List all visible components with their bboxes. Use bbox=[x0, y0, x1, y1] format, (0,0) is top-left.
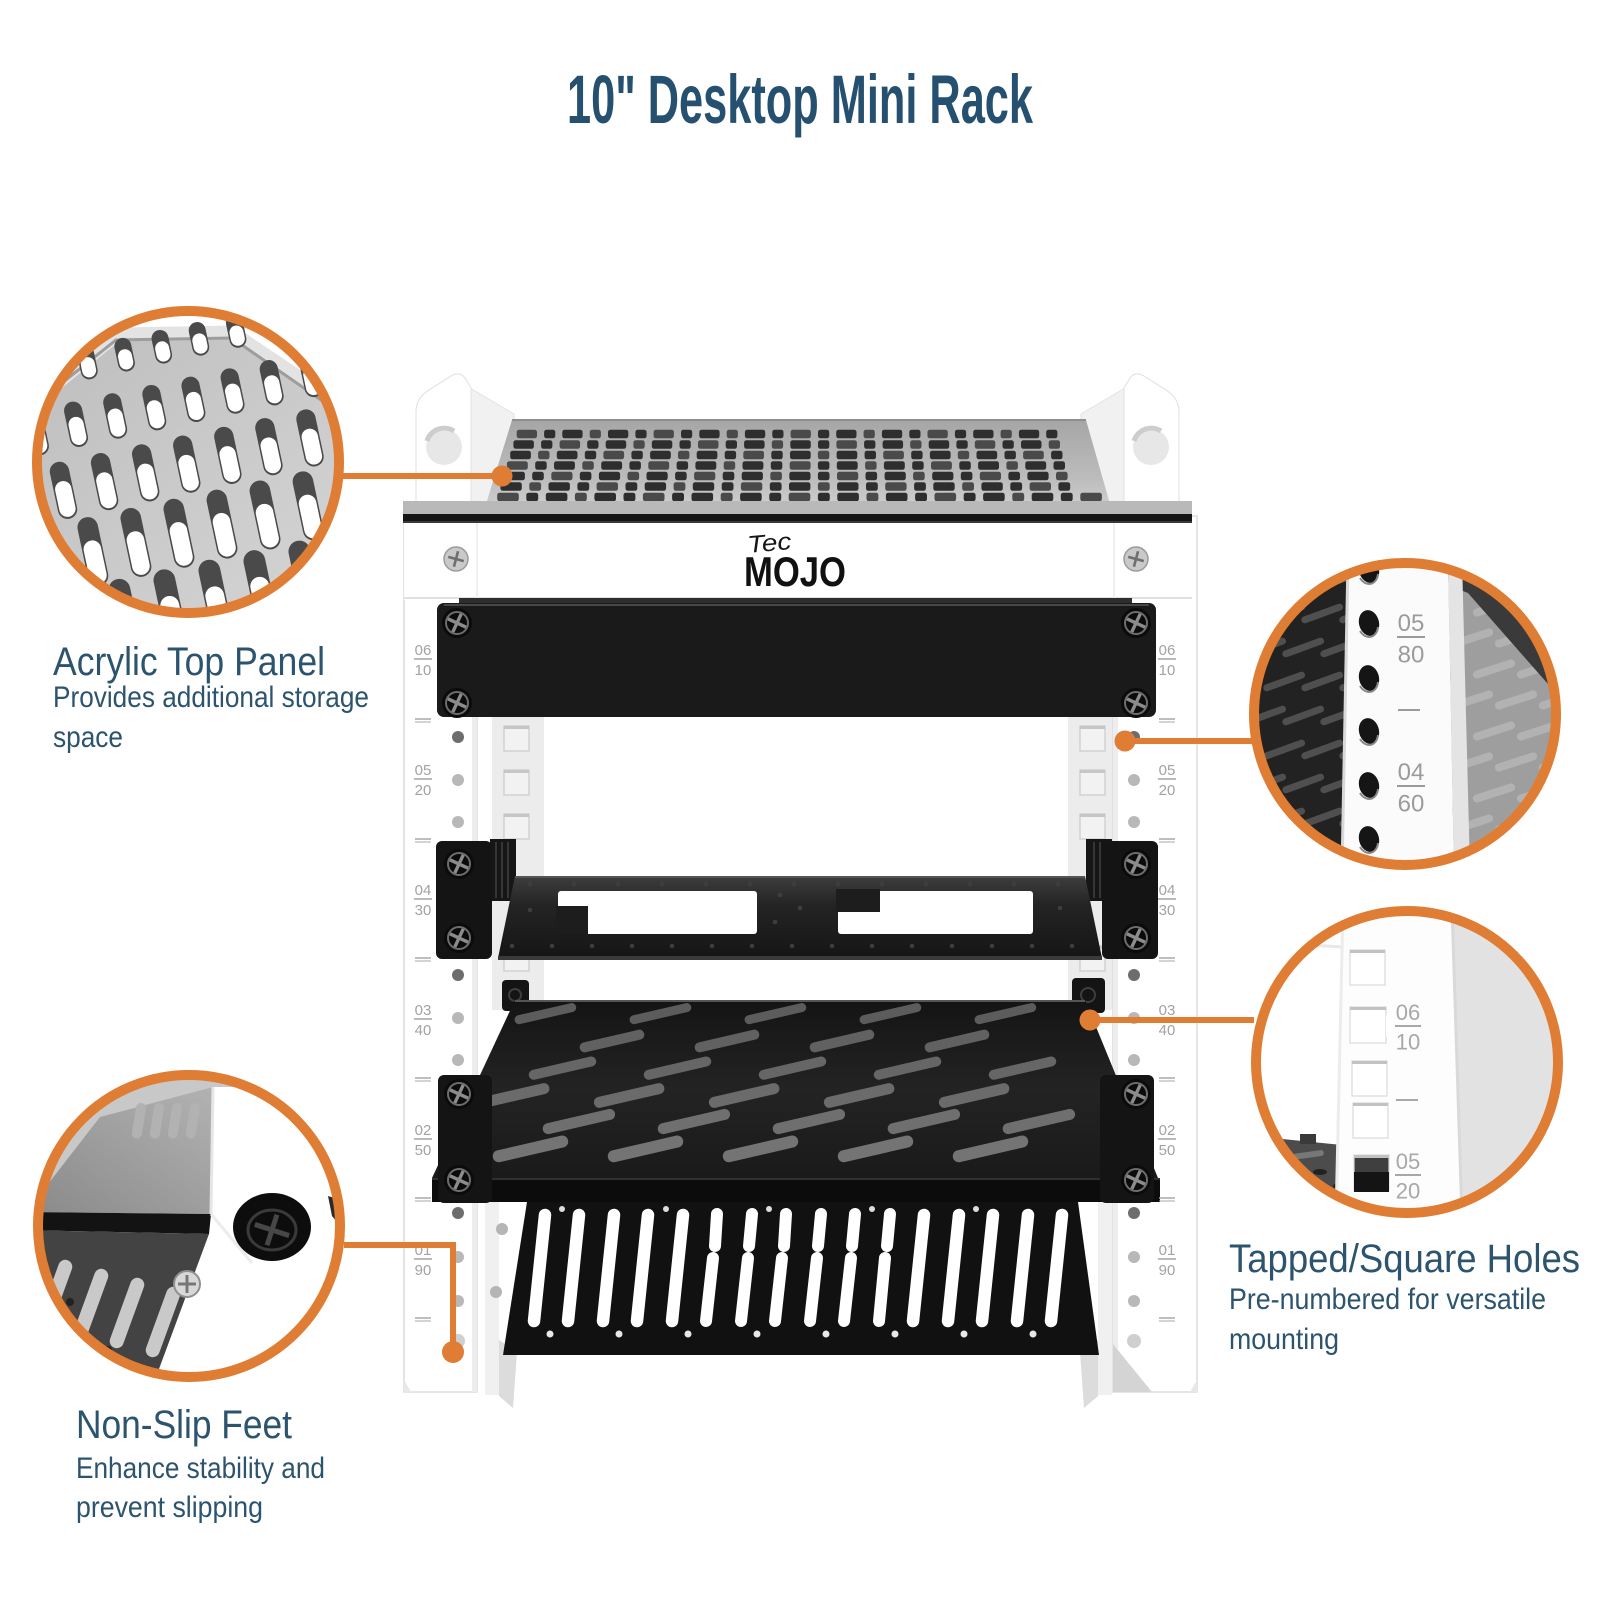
svg-text:20: 20 bbox=[1159, 782, 1176, 799]
svg-text:05: 05 bbox=[1398, 610, 1425, 637]
svg-text:05: 05 bbox=[1396, 1149, 1420, 1174]
svg-text:50: 50 bbox=[1159, 1142, 1176, 1159]
svg-text:01: 01 bbox=[1159, 1242, 1176, 1259]
svg-text:mounting: mounting bbox=[1229, 1323, 1339, 1356]
svg-text:MOJO: MOJO bbox=[744, 548, 846, 595]
svg-text:40: 40 bbox=[1159, 1022, 1176, 1039]
svg-text:Provides additional storage: Provides additional storage bbox=[53, 681, 369, 714]
svg-text:10: 10 bbox=[1159, 662, 1176, 679]
svg-text:20: 20 bbox=[415, 782, 432, 799]
svg-text:Tec: Tec bbox=[746, 528, 792, 559]
svg-text:prevent slipping: prevent slipping bbox=[76, 1491, 263, 1524]
svg-text:06: 06 bbox=[1396, 1000, 1420, 1025]
svg-text:30: 30 bbox=[415, 902, 432, 919]
svg-text:03: 03 bbox=[1159, 1002, 1176, 1019]
svg-text:04: 04 bbox=[415, 882, 432, 899]
svg-text:03: 03 bbox=[415, 1002, 432, 1019]
svg-text:02: 02 bbox=[1159, 1122, 1176, 1139]
svg-text:02: 02 bbox=[415, 1122, 432, 1139]
svg-text:05: 05 bbox=[1159, 762, 1176, 779]
svg-text:90: 90 bbox=[415, 1262, 432, 1279]
svg-text:Enhance stability and: Enhance stability and bbox=[76, 1452, 325, 1485]
svg-text:Non-Slip Feet: Non-Slip Feet bbox=[76, 1403, 292, 1447]
svg-text:06: 06 bbox=[415, 642, 432, 659]
svg-text:40: 40 bbox=[415, 1022, 432, 1039]
svg-text:04: 04 bbox=[1398, 759, 1425, 786]
svg-text:04: 04 bbox=[1159, 882, 1176, 899]
svg-text:10: 10 bbox=[1396, 1030, 1420, 1055]
svg-text:90: 90 bbox=[1159, 1262, 1176, 1279]
svg-text:06: 06 bbox=[1159, 642, 1176, 659]
svg-text:Pre-numbered for versatile: Pre-numbered for versatile bbox=[1229, 1283, 1546, 1316]
svg-text:Acrylic Top Panel: Acrylic Top Panel bbox=[53, 640, 325, 684]
svg-text:60: 60 bbox=[1398, 790, 1425, 817]
svg-text:80: 80 bbox=[1398, 641, 1425, 668]
svg-text:20: 20 bbox=[1396, 1179, 1420, 1204]
svg-text:10" Desktop Mini Rack: 10" Desktop Mini Rack bbox=[567, 61, 1033, 138]
svg-text:05: 05 bbox=[415, 762, 432, 779]
svg-text:Tapped/Square Holes: Tapped/Square Holes bbox=[1229, 1237, 1580, 1281]
svg-text:10: 10 bbox=[415, 662, 432, 679]
svg-text:space: space bbox=[53, 721, 123, 754]
svg-text:50: 50 bbox=[415, 1142, 432, 1159]
svg-text:30: 30 bbox=[1159, 902, 1176, 919]
